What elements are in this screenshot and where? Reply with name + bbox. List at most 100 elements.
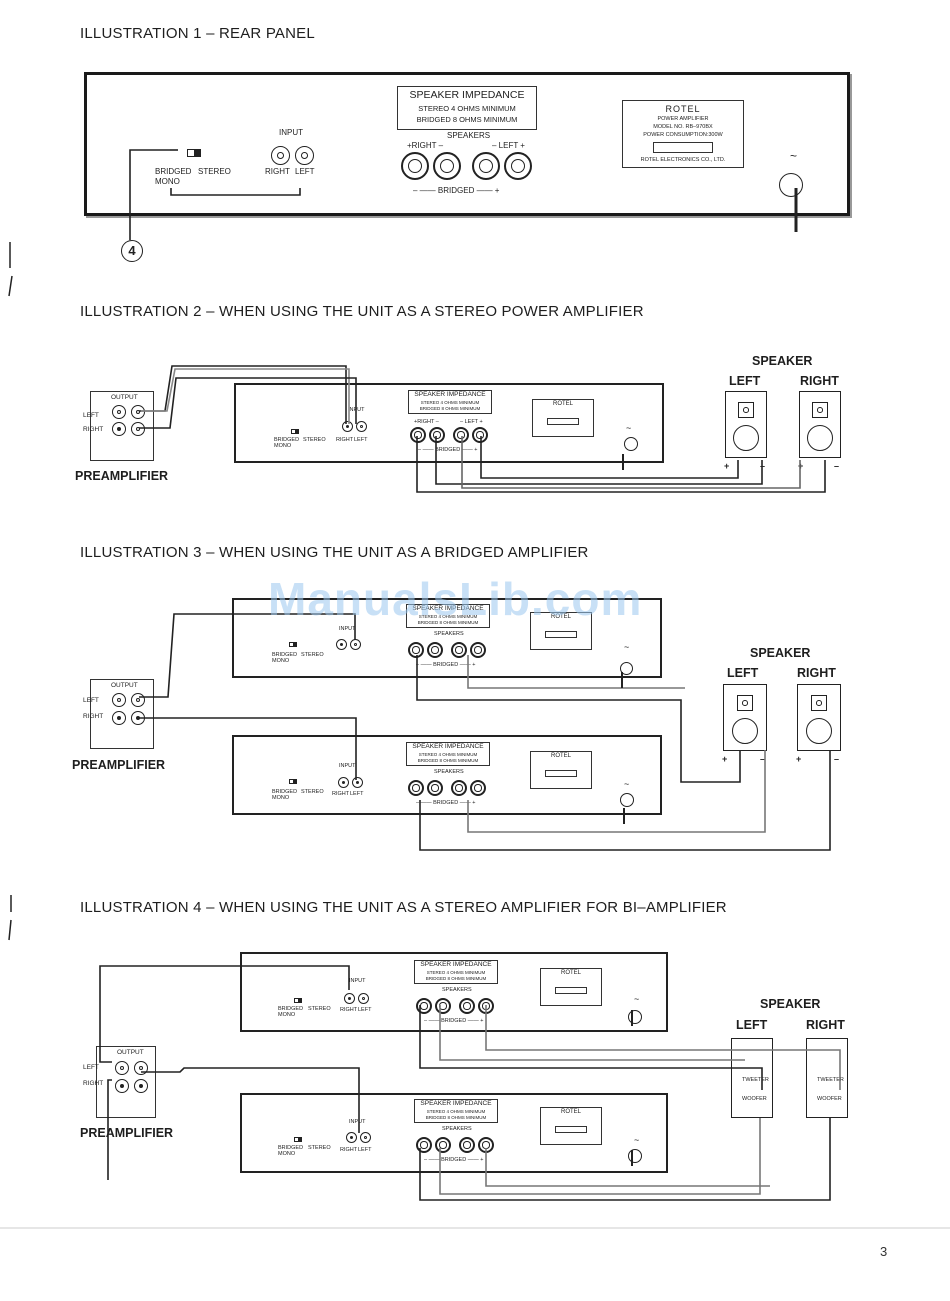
binding-post-ill3a-4[interactable] bbox=[470, 642, 486, 658]
nameplate-line4: ROTEL ELECTRONICS CO., LTD. bbox=[640, 157, 726, 163]
wire-left-speaker-minus bbox=[461, 436, 801, 489]
right-minus-ill2: – bbox=[834, 461, 840, 471]
preamp-right-label-ill3: RIGHT bbox=[83, 713, 104, 720]
mode-switch-ill2[interactable] bbox=[291, 429, 299, 434]
switch-stereo-label-ill2: STEREO bbox=[303, 437, 326, 443]
impedance-stereo-ill3-bottom: STEREO 4 OHMS MINIMUM bbox=[418, 752, 478, 757]
preamp-jack-ill3-4[interactable] bbox=[131, 711, 145, 725]
binding-post-left-plus[interactable] bbox=[504, 152, 532, 180]
switch-stereo-label-ill4b: STEREO bbox=[308, 1145, 331, 1151]
impedance-title-ill2: SPEAKER IMPEDANCE bbox=[414, 391, 486, 398]
preamp-jack-ill4-3[interactable] bbox=[115, 1079, 129, 1093]
tweeter-icon bbox=[738, 402, 754, 418]
nameplate-slot-ill4b bbox=[555, 1126, 587, 1133]
switch-bridged-mono-label: BRIDGED MONO bbox=[155, 167, 192, 186]
mode-switch-ill4a[interactable] bbox=[294, 998, 302, 1003]
input-jack-ill4b-left[interactable] bbox=[360, 1132, 371, 1143]
preamp-jack-ill4-1[interactable] bbox=[115, 1061, 129, 1075]
binding-post-ill3a-2[interactable] bbox=[427, 642, 443, 658]
input-jack-ill3a-right[interactable] bbox=[336, 639, 347, 650]
binding-post-ill4b-4[interactable] bbox=[478, 1137, 494, 1153]
preamp-jack-ill3-3[interactable] bbox=[112, 711, 126, 725]
impedance-bridged-ill4-bottom: BRIDGED 8 OHMS MINIMUM bbox=[425, 1115, 487, 1120]
binding-post-ill4b-2[interactable] bbox=[435, 1137, 451, 1153]
binding-post-ill4a-3[interactable] bbox=[459, 998, 475, 1014]
nameplate-ill4b: ROTEL bbox=[540, 1107, 602, 1145]
binding-post-right-minus[interactable] bbox=[433, 152, 461, 180]
impedance-stereo-ill2: STEREO 4 OHMS MINIMUM bbox=[420, 400, 480, 405]
left-terminal-label-ill2: – LEFT + bbox=[460, 419, 483, 425]
impedance-bridged-ill3-bottom: BRIDGED 8 OHMS MINIMUM bbox=[417, 758, 479, 763]
nameplate-serial-slot bbox=[653, 142, 713, 153]
input-jack-ill3b-right[interactable] bbox=[338, 777, 349, 788]
impedance-box-ill4-bottom: SPEAKER IMPEDANCE STEREO 4 OHMS MINIMUM … bbox=[414, 1099, 498, 1123]
binding-post-ill4b-3[interactable] bbox=[459, 1137, 475, 1153]
input-jack-ill4a-right[interactable] bbox=[344, 993, 355, 1004]
switch-label-ill4a: BRIDGED MONO bbox=[278, 1006, 304, 1018]
binding-post-ill2-1[interactable] bbox=[410, 427, 426, 443]
binding-post-ill3a-3[interactable] bbox=[451, 642, 467, 658]
input-jack-right[interactable] bbox=[271, 146, 290, 165]
mode-switch[interactable] bbox=[187, 149, 201, 157]
binding-post-ill3b-2[interactable] bbox=[427, 780, 443, 796]
amp-panel-ill3-bottom: SPEAKER IMPEDANCE STEREO 4 OHMS MINIMUM … bbox=[232, 735, 662, 815]
mode-switch-ill4b[interactable] bbox=[294, 1137, 302, 1142]
binding-post-ill3a-1[interactable] bbox=[408, 642, 424, 658]
speaker-right-label-ill2: RIGHT bbox=[800, 374, 839, 388]
wire-right-input bbox=[139, 377, 357, 429]
input-right-label-ill4b: RIGHT bbox=[340, 1147, 358, 1153]
power-cord-ill3a bbox=[620, 662, 633, 675]
woofer-icon bbox=[806, 718, 832, 744]
speakers-label-ill3-top: SPEAKERS bbox=[434, 631, 464, 637]
speakers-label-ill4-bottom: SPEAKERS bbox=[442, 1126, 472, 1132]
binding-post-left-minus[interactable] bbox=[472, 152, 500, 180]
nameplate: ROTEL POWER AMPLIFIER MODEL NO. RB–970BX… bbox=[622, 100, 744, 168]
mode-switch-ill3a[interactable] bbox=[289, 642, 297, 647]
preamp-jack-ill4-4[interactable] bbox=[134, 1079, 148, 1093]
binding-post-ill4a-2[interactable] bbox=[435, 998, 451, 1014]
input-jack-ill4a-left[interactable] bbox=[358, 993, 369, 1004]
nameplate-ill3b: ROTEL bbox=[530, 751, 592, 789]
preamp-jack-right-2[interactable] bbox=[131, 422, 145, 436]
mode-switch-ill3b[interactable] bbox=[289, 779, 297, 784]
binding-post-ill2-2[interactable] bbox=[429, 427, 445, 443]
binding-post-ill3b-3[interactable] bbox=[451, 780, 467, 796]
woofer-icon bbox=[807, 425, 833, 451]
input-jack-ill3b-left[interactable] bbox=[352, 777, 363, 788]
input-label-ill3-bottom: INPUT bbox=[339, 763, 356, 769]
binding-post-right-plus[interactable] bbox=[401, 152, 429, 180]
preamp-jack-ill3-1[interactable] bbox=[112, 693, 126, 707]
nameplate-line3: POWER CONSUMPTION:300W bbox=[643, 132, 723, 138]
illustration-2-heading: ILLUSTRATION 2 – WHEN USING THE UNIT AS … bbox=[80, 303, 644, 320]
page-number: 3 bbox=[880, 1244, 888, 1259]
input-left-label-ill4a: LEFT bbox=[358, 1007, 372, 1013]
amp-panel-ill3-top: SPEAKER IMPEDANCE STEREO 4 OHMS MINIMUM … bbox=[232, 598, 662, 678]
binding-post-ill3b-1[interactable] bbox=[408, 780, 424, 796]
preamp-jack-left-2[interactable] bbox=[131, 405, 145, 419]
preamp-jack-left-1[interactable] bbox=[112, 405, 126, 419]
nameplate-brand-ill4a: ROTEL bbox=[560, 970, 581, 976]
nameplate-brand: ROTEL bbox=[665, 104, 701, 114]
binding-post-ill2-3[interactable] bbox=[453, 427, 469, 443]
nameplate-ill2: ROTEL bbox=[532, 399, 594, 437]
input-jack-left[interactable] bbox=[295, 146, 314, 165]
input-bracket bbox=[170, 188, 301, 196]
input-jack-ill2-left[interactable] bbox=[356, 421, 367, 432]
preamp-left-label-ill3: LEFT bbox=[83, 697, 99, 704]
impedance-stereo-ill4-bottom: STEREO 4 OHMS MINIMUM bbox=[426, 1109, 486, 1114]
rear-panel-large: SPEAKER IMPEDANCE STEREO 4 OHMS MINIMUM … bbox=[84, 72, 850, 216]
tweeter-icon bbox=[812, 402, 828, 418]
preamp-jack-right-1[interactable] bbox=[112, 422, 126, 436]
left-plus-ill2: + bbox=[724, 461, 730, 471]
wire-right-speaker-minus bbox=[435, 436, 763, 485]
callout-4: 4 bbox=[121, 240, 143, 262]
impedance-box-ill3-top: SPEAKER IMPEDANCE STEREO 4 OHMS MINIMUM … bbox=[406, 604, 490, 628]
binding-post-ill2-4[interactable] bbox=[472, 427, 488, 443]
woofer-icon bbox=[732, 718, 758, 744]
watermark: ManualsLib.com bbox=[268, 573, 643, 625]
binding-post-ill3b-4[interactable] bbox=[470, 780, 486, 796]
ac-icon: ~ bbox=[790, 149, 798, 163]
input-jack-ill2-right[interactable] bbox=[342, 421, 353, 432]
preamp-output-label: OUTPUT bbox=[111, 394, 138, 401]
input-jack-ill4b-right[interactable] bbox=[346, 1132, 357, 1143]
